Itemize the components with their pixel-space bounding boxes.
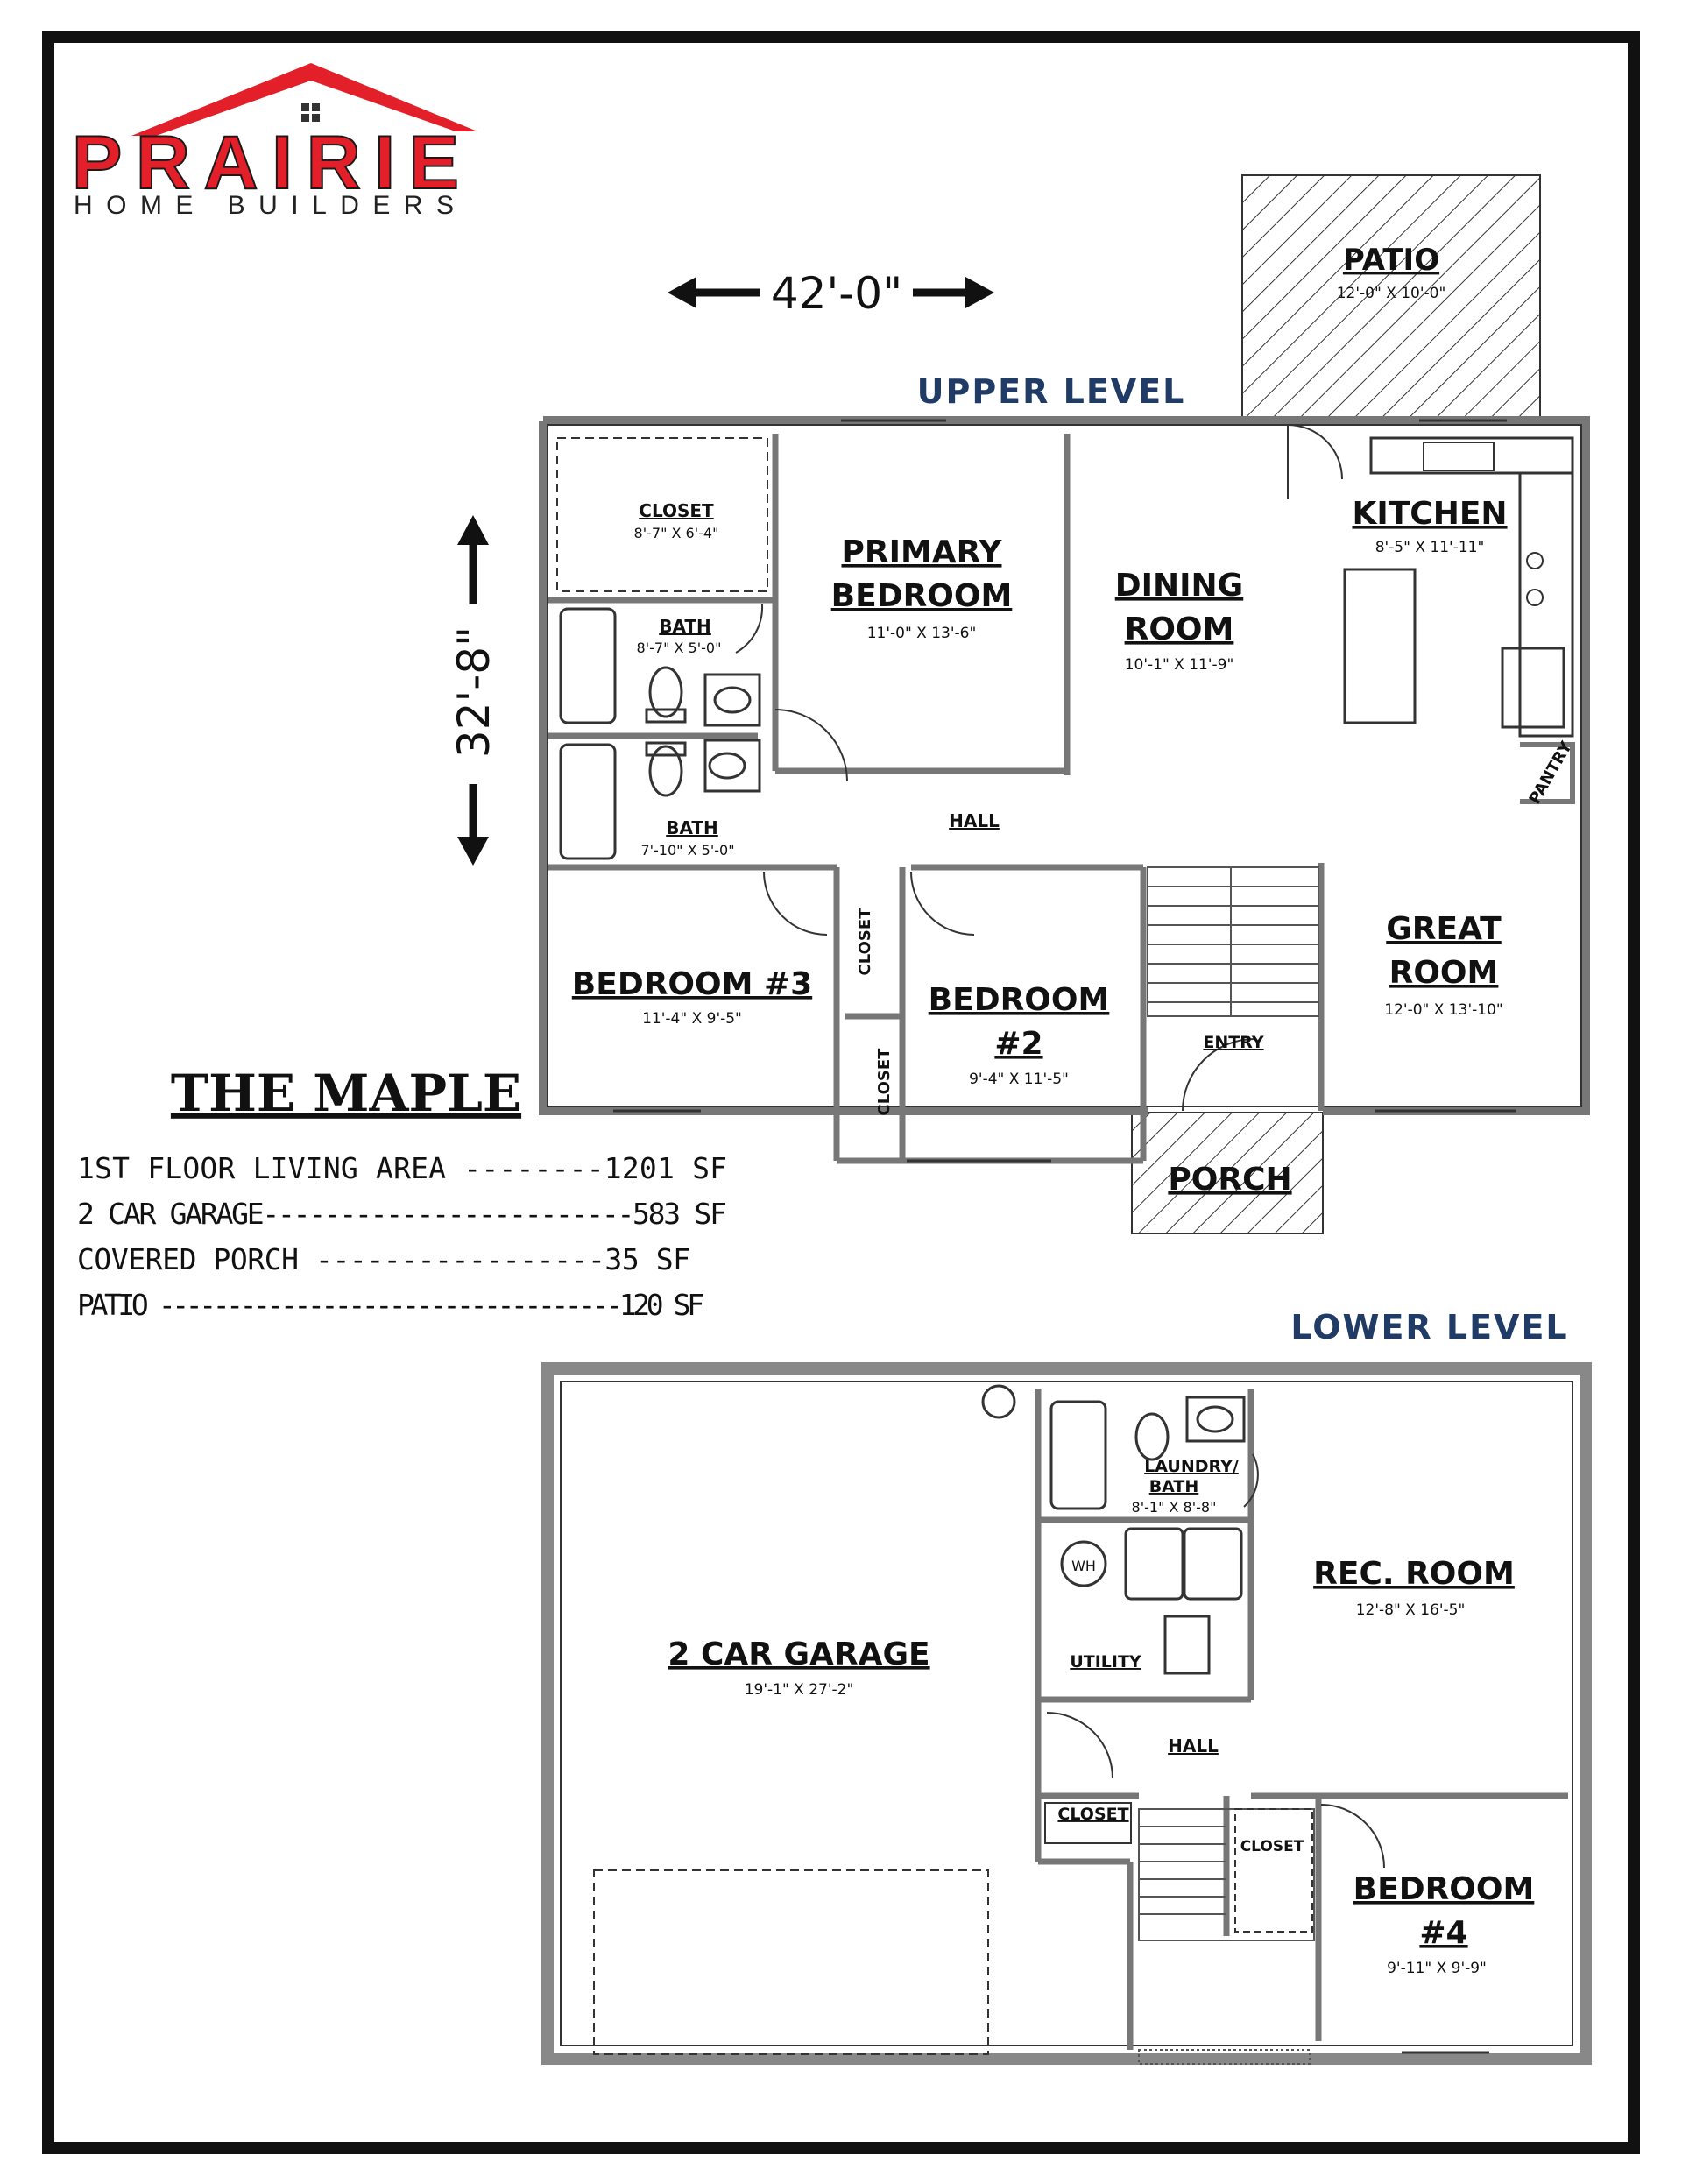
bath2-size: 7'-10" X 5'-0" [640,842,734,859]
patio-size: 12'-0" X 10'-0" [1337,285,1446,302]
closet-lower-a: CLOSET [1057,1805,1128,1824]
rec-room-name: REC. ROOM [1313,1556,1515,1592]
bedroom2-name-1: BEDROOM [929,982,1110,1018]
bedroom2-size: 9'-4" X 11'-5" [969,1071,1069,1088]
hall-upper-name: HALL [949,810,1000,831]
logo-roof-icon [131,63,477,136]
primary-bedroom-name-1: PRIMARY [841,534,1002,570]
closet-lower-b: CLOSET [1240,1838,1304,1855]
bedroom4-size: 9'-11" X 9'-9" [1387,1960,1487,1977]
primary-bedroom-name-2: BEDROOM [831,578,1013,614]
rec-room-size: 12'-8" X 16'-5" [1356,1601,1466,1619]
plan-name: THE MAPLE [171,1064,521,1123]
lower-level-plan [541,1362,1592,2065]
lower-level-title: LOWER LEVEL [1290,1308,1568,1346]
closet-a-name: CLOSET [856,908,874,976]
great-room-name-2: ROOM [1389,955,1499,991]
patio-name: PATIO [1343,243,1439,278]
primary-bedroom-size: 11'-0" X 13'-6" [867,625,977,642]
laundry-size: 8'-1" X 8'-8" [1132,1499,1217,1516]
garage-size: 19'-1" X 27'-2" [745,1681,854,1699]
utility-name: UTILITY [1070,1652,1141,1672]
bedroom4-name-2: #4 [1419,1915,1467,1951]
upper-level-plan [539,174,1590,1234]
great-room-size: 12'-0" X 13'-10" [1384,1001,1502,1019]
bath2-name: BATH [666,817,718,838]
kitchen-name: KITCHEN [1352,496,1507,532]
water-heater-label: WH [1071,1558,1096,1574]
bath1-size: 8'-7" X 5'-0" [637,640,722,656]
dining-name-2: ROOM [1125,611,1234,647]
logo-tagline: HOME BUILDERS [74,191,459,220]
kitchen-size: 8'-5" X 11'-11" [1375,539,1485,556]
dining-size: 10'-1" X 11'-9" [1125,656,1234,674]
patio-hatch [1241,174,1541,420]
depth-dimension: 32'-8" [449,515,499,866]
closet-b-name: CLOSET [875,1048,894,1116]
dining-name-1: DINING [1115,568,1243,604]
laundry-name-1: LAUNDRY/ [1144,1457,1239,1476]
hall-lower-name: HALL [1168,1735,1219,1756]
bedroom3-size: 11'-4" X 9'-5" [642,1010,742,1028]
great-room-name-1: GREAT [1386,911,1502,947]
area-line-3: COVERED PORCH -----------------35 SF [77,1242,690,1276]
width-dimension-label: 42'-0" [771,268,902,319]
porch-hatch [1131,1112,1324,1234]
bath1-name: BATH [659,616,711,637]
depth-dimension-label: 32'-8" [449,626,499,758]
area-line-4: PATIO ----------------------------------… [77,1288,704,1322]
bedroom2-name-2: #2 [994,1026,1042,1062]
pantry-name: PANTRY [1525,738,1576,808]
sheet-border [42,31,1640,2154]
bedroom4-name-1: BEDROOM [1353,1871,1535,1907]
entry-name: ENTRY [1203,1033,1263,1052]
laundry-name-2: BATH [1149,1477,1199,1496]
upper-level-title: UPPER LEVEL [917,372,1186,411]
garage-name: 2 CAR GARAGE [668,1636,929,1672]
prairie-logo: PRAIRIE HOME BUILDERS [71,63,477,220]
porch-name: PORCH [1168,1162,1291,1198]
area-line-1: 1ST FLOOR LIVING AREA --------1201 SF [77,1151,727,1185]
closet-primary-size: 8'-7" X 6'-4" [634,525,719,541]
area-line-2: 2 CAR GARAGE------------------------583 … [77,1197,727,1231]
width-dimension: 42'-0" [668,268,994,319]
bedroom3-name: BEDROOM #3 [572,966,812,1002]
closet-primary-name: CLOSET [639,500,714,521]
